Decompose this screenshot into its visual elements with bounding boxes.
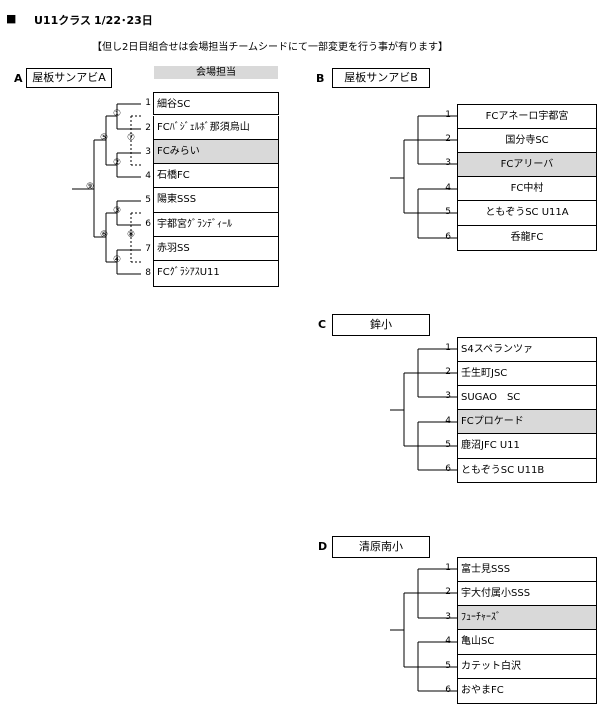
team-cell: 細谷SC xyxy=(153,92,279,115)
team-no: 1 xyxy=(445,343,451,353)
page-title: U11クラス xyxy=(34,14,92,27)
team-cell: FC中村 xyxy=(457,177,597,201)
match-num-4: ④ xyxy=(113,255,122,265)
team-cell: 亀山SC xyxy=(457,630,597,655)
team-no: 4 xyxy=(445,636,451,646)
header-dates: 1/22･23日 xyxy=(94,14,153,27)
team-no: 2 xyxy=(445,367,451,377)
team-no: 6 xyxy=(445,685,451,695)
team-no: 6 xyxy=(145,219,151,229)
section-a-venue: 屋板サンアビA xyxy=(26,68,112,88)
team-cell: 国分寺SC xyxy=(457,129,597,153)
team-no: 2 xyxy=(145,123,151,133)
header-note: 【但し2日目組合せは会場担当チームシードにて一部変更を行う事が有ります】 xyxy=(92,42,449,53)
section-d-letter: D xyxy=(318,540,328,553)
team-no: 1 xyxy=(145,98,151,108)
section-b-letter: B xyxy=(316,72,325,85)
team-no: 6 xyxy=(445,464,451,474)
team-no: 4 xyxy=(445,416,451,426)
match-num-7: ⑦ xyxy=(127,133,136,143)
team-cell: 赤羽SS xyxy=(153,237,279,261)
section-c-venue: 鉾小 xyxy=(332,314,430,336)
section-b-venue: 屋板サンアビB xyxy=(332,68,430,88)
team-no: 5 xyxy=(445,661,451,671)
team-no: 1 xyxy=(445,563,451,573)
team-cell: FCﾊﾞｼﾞｪﾙﾎﾞ那須烏山 xyxy=(153,116,279,140)
match-num-3: ③ xyxy=(113,206,122,216)
section-c-letter: C xyxy=(318,318,327,331)
team-cell: おやまFC xyxy=(457,679,597,704)
team-cell-kaijo: FCアリーバ xyxy=(457,153,597,177)
team-no: 3 xyxy=(445,612,451,622)
team-cell: 富士見SSS xyxy=(457,557,597,582)
team-no: 1 xyxy=(445,110,451,120)
team-cell: 壬生町JSC xyxy=(457,362,597,386)
team-cell: 宇都宮ｸﾞﾗﾝﾃﾞｨｰﾙ xyxy=(153,213,279,237)
header-bullet: ■ xyxy=(6,12,17,25)
team-no: 3 xyxy=(445,391,451,401)
team-cell: SUGAO SC xyxy=(457,386,597,410)
team-cell-kaijo: FCプロケード xyxy=(457,410,597,434)
team-no: 5 xyxy=(445,440,451,450)
team-cell-kaijo: FCみらい xyxy=(153,140,279,164)
match-num-5: ⑤ xyxy=(100,133,109,143)
team-no: 4 xyxy=(145,171,151,181)
match-num-9: ⑨ xyxy=(86,182,95,192)
team-cell: 石橋FC xyxy=(153,164,279,188)
team-no: 2 xyxy=(445,134,451,144)
team-no: 5 xyxy=(145,195,151,205)
team-no: 6 xyxy=(445,232,451,242)
team-cell: ともぞうSC U11B xyxy=(457,459,597,483)
team-cell: カテット白沢 xyxy=(457,655,597,679)
team-cell: FCアネーロ宇都宮 xyxy=(457,104,597,129)
team-no: 3 xyxy=(145,147,151,157)
match-num-8: ⑧ xyxy=(127,230,136,240)
section-d-venue: 清原南小 xyxy=(332,536,430,558)
team-cell: 鹿沼JFC U11 xyxy=(457,434,597,459)
team-no: 5 xyxy=(445,207,451,217)
section-a-letter: A xyxy=(14,72,23,85)
team-no: 8 xyxy=(145,268,151,278)
team-no: 3 xyxy=(445,158,451,168)
team-cell: FCｸﾞﾗｼｱｽU11 xyxy=(153,261,279,287)
team-no: 7 xyxy=(145,244,151,254)
match-num-6: ⑥ xyxy=(100,230,109,240)
team-no: 4 xyxy=(445,183,451,193)
team-no: 2 xyxy=(445,587,451,597)
team-cell: ともぞうSC U11A xyxy=(457,201,597,226)
match-num-2: ② xyxy=(113,158,122,168)
team-cell-kaijo: ﾌｭｰﾁｬｰｽﾞ xyxy=(457,606,597,630)
team-cell: 呑龍FC xyxy=(457,226,597,251)
section-a-kaijo-label: 会場担当 xyxy=(154,66,278,79)
match-num-1: ① xyxy=(113,109,122,119)
team-cell: S4スペランツァ xyxy=(457,337,597,362)
team-cell: 陽東SSS xyxy=(153,188,279,213)
team-cell: 宇大付属小SSS xyxy=(457,582,597,606)
